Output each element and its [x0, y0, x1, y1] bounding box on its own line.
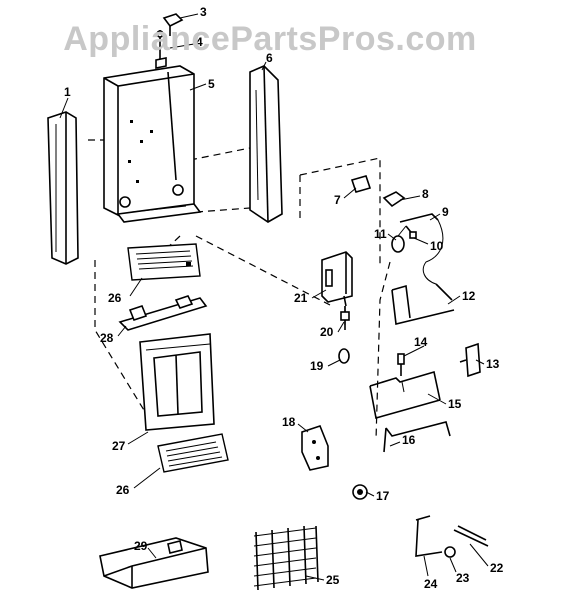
label-part-29: 29 — [134, 539, 148, 553]
label-part-1: 1 — [64, 85, 71, 99]
label-part-8: 8 — [422, 187, 429, 201]
label-part-7: 7 — [334, 193, 341, 207]
label-part-27: 27 — [112, 439, 126, 453]
label-part-16: 16 — [402, 433, 416, 447]
part-6-right-side-panel — [249, 65, 283, 223]
label-part-17: 17 — [376, 489, 390, 503]
part-17-regulator — [352, 484, 368, 500]
part-23-fitting — [444, 546, 456, 558]
part-26-lower-grille — [157, 433, 229, 473]
leader-lines — [59, 13, 489, 581]
part-1-left-side-panel — [47, 111, 79, 265]
part-20-adapter — [340, 306, 350, 330]
label-part-14: 14 — [414, 335, 428, 349]
part-5-cabinet-back — [103, 65, 202, 223]
label-part-26-lower: 26 — [116, 483, 130, 497]
part-28-bracket — [118, 295, 208, 331]
label-part-5: 5 — [208, 77, 215, 91]
part-11-thermocouple — [391, 225, 407, 253]
part-15-burner-tube — [369, 370, 441, 420]
label-part-4: 4 — [196, 35, 203, 49]
part-27-front-frame — [139, 333, 215, 431]
part-12-gas-tube — [391, 283, 455, 325]
part-24-tubing — [415, 515, 443, 557]
label-part-11: 11 — [374, 227, 387, 241]
label-part-25: 25 — [326, 573, 340, 587]
part-9-pilot-tube — [399, 213, 444, 285]
part-14-fitting — [397, 353, 405, 376]
part-7-bracket — [350, 175, 372, 193]
part-10-pilot-burner — [405, 225, 417, 239]
part-22-tube — [453, 525, 489, 547]
part-25-coil-basket — [253, 525, 319, 591]
part-number-labels: 1 3 4 5 6 7 8 9 10 11 12 13 14 15 16 17 … — [64, 5, 504, 591]
part-29-base-tray — [99, 537, 209, 589]
label-part-6: 6 — [266, 51, 273, 65]
label-part-12: 12 — [462, 289, 476, 303]
label-part-28: 28 — [100, 331, 114, 345]
label-part-9: 9 — [442, 205, 449, 219]
part-19-orifice — [338, 348, 350, 364]
label-part-24: 24 — [424, 577, 438, 591]
label-part-26-upper: 26 — [108, 291, 122, 305]
label-part-22: 22 — [490, 561, 504, 575]
label-part-23: 23 — [456, 571, 470, 585]
label-part-19: 19 — [310, 359, 324, 373]
label-part-15: 15 — [448, 397, 462, 411]
label-part-18: 18 — [282, 415, 296, 429]
part-16-tube — [383, 421, 451, 453]
part-3-top-fitting — [162, 13, 184, 36]
label-part-21: 21 — [294, 291, 308, 305]
label-part-3: 3 — [200, 5, 207, 19]
label-part-13: 13 — [486, 357, 500, 371]
label-part-10: 10 — [430, 239, 444, 253]
part-4-connector — [155, 30, 167, 69]
part-21-gas-valve — [321, 251, 353, 307]
part-26-upper-grille — [127, 243, 201, 281]
part-8-clip — [382, 191, 406, 208]
part-18-mounting-plate — [301, 425, 329, 471]
part-13-bracket — [459, 342, 481, 378]
label-part-20: 20 — [320, 325, 334, 339]
